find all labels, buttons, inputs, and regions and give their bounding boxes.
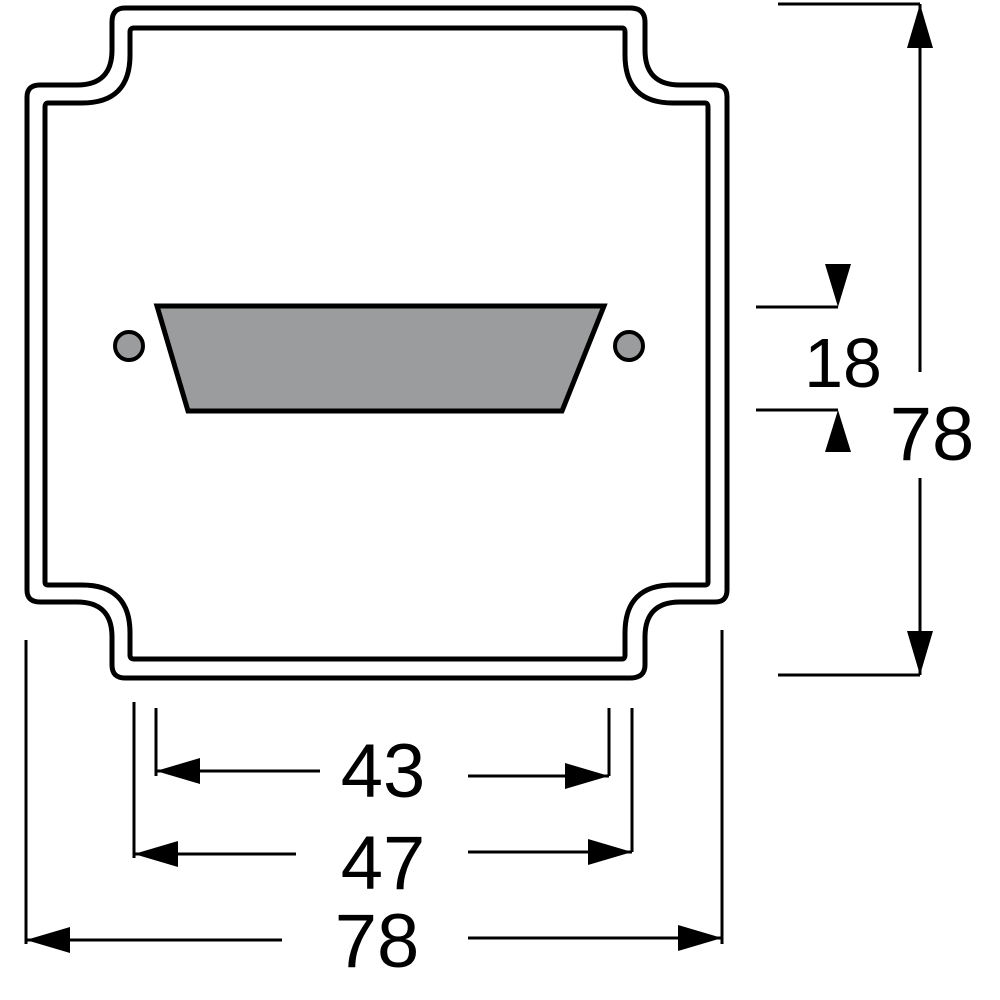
dimension-78-width: 78: [26, 899, 722, 984]
screw-hole-right: [613, 330, 645, 362]
dimension-78-height: 78: [890, 4, 975, 675]
extension-lines-bottom: [24, 630, 724, 944]
dimension-label-78-height: 78: [890, 392, 975, 477]
dimension-label-43: 43: [341, 729, 426, 814]
dimension-label-78-width: 78: [335, 899, 420, 984]
dimension-47: 47: [134, 821, 632, 906]
dimension-43: 43: [156, 729, 609, 814]
d-sub-connector-opening: [153, 303, 608, 414]
plate-outer-outline: [24, 5, 730, 681]
dimension-label-18: 18: [804, 324, 882, 402]
dimension-18: 18: [804, 264, 882, 452]
dimension-label-47: 47: [341, 821, 426, 906]
extension-lines-right: [756, 2, 920, 677]
screw-hole-left: [113, 330, 145, 362]
plate-inner-outline: [42, 25, 711, 662]
